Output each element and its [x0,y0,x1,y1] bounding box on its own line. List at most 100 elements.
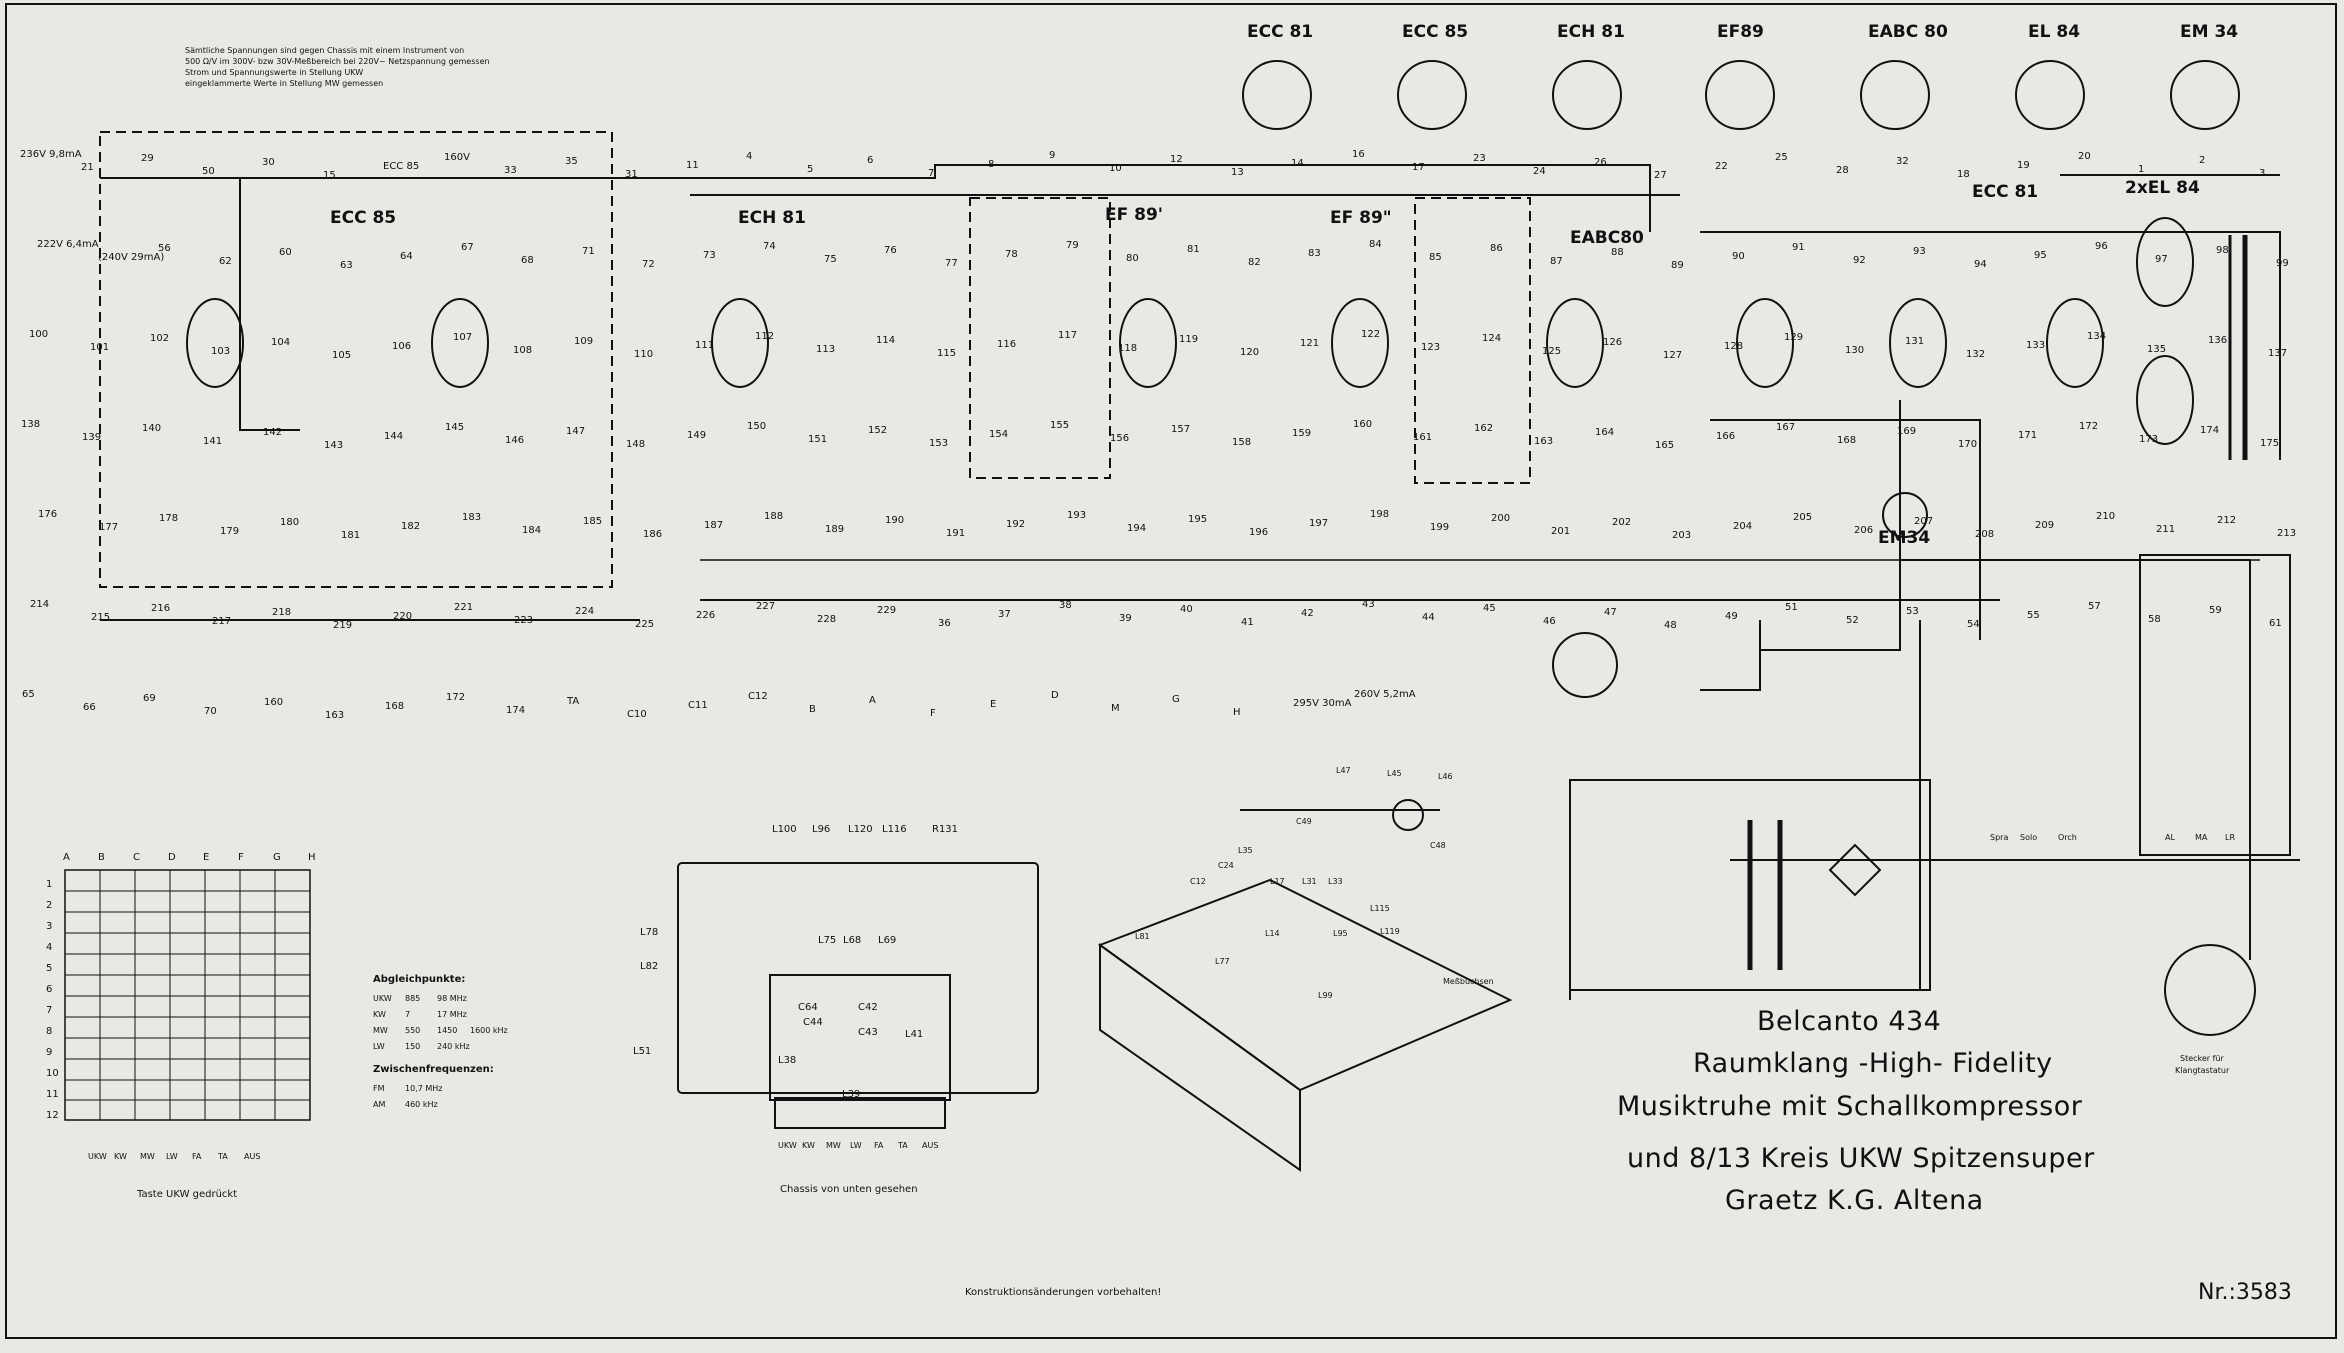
component-label: 39 [1119,613,1132,624]
component-label: 168 [385,701,405,712]
matrix-caption: Taste UKW gedrückt [137,1189,238,1200]
component-label: 117 [1058,330,1078,341]
stage-ech81: ECH 81 [738,208,806,228]
alignment-row: LW [373,1042,385,1051]
speaker-switch-label: LR [2225,833,2236,842]
plug-caption-2: Klangtastatur [2175,1066,2230,1075]
component-label: 184 [522,525,542,536]
matrix-col-label: D [168,852,176,863]
matrix-row-label: 1 [46,879,53,890]
component-label: 181 [341,530,361,541]
measurement-note-4: eingeklammerte Werte in Stellung MW geme… [185,79,384,88]
component-label: 218 [272,607,292,618]
alignment-row: 1600 kHz [470,1026,508,1035]
component-label: 160 [1353,419,1373,430]
component-label: 18 [1957,169,1970,180]
component-label: 38 [1059,600,1072,611]
matrix-row-label: 2 [46,900,53,911]
speaker-switch-label: Orch [2058,833,2077,842]
component-label: 179 [220,526,240,537]
component-label: 141 [203,436,223,447]
component-label: 188 [764,511,784,522]
component-label: 36 [938,618,951,629]
component-label: 52 [1846,615,1859,626]
pinout-label-ecc85: ECC 85 [1402,22,1469,42]
component-label: 198 [1370,509,1390,520]
component-label: 66 [83,702,96,713]
component-label: 11 [686,160,699,171]
component-label: 1 [2138,164,2145,175]
measurement-note-3: Strom und Spannungswerte in Stellung UKW [185,68,364,77]
component-label: H [1233,707,1241,718]
chassis-key-label: FA [874,1141,884,1150]
if-row: AM [373,1100,386,1109]
chassis-iso-label: C49 [1296,817,1312,826]
component-label: 21 [81,162,94,173]
stage-el84: 2xEL 84 [2125,178,2200,198]
component-label: 140 [142,423,162,434]
alignment-row: 240 kHz [437,1042,470,1051]
component-label: 206 [1854,525,1874,536]
title-manufacturer: Graetz K.G. Altena [1725,1185,1984,1216]
component-label: 41 [1241,617,1254,628]
component-label: 46 [1543,616,1556,627]
component-label: 221 [454,602,474,613]
component-label: 158 [1232,437,1252,448]
footer-note: Konstruktionsänderungen vorbehalten! [965,1287,1162,1298]
chassis-iso-label: L46 [1438,772,1453,781]
component-label: 122 [1361,329,1381,340]
component-label: 88 [1611,247,1624,258]
component-label: 127 [1663,350,1683,361]
component-label: 203 [1672,530,1692,541]
component-label: 223 [514,615,534,626]
component-label: 146 [505,435,525,446]
component-label: 10 [1109,163,1122,174]
component-label: 43 [1362,599,1375,610]
component-label: 92 [1853,255,1866,266]
chassis-part-label: L116 [882,824,907,835]
component-label: B [809,704,816,715]
component-label: 70 [204,706,217,717]
speaker-switch-label: Spra [1990,833,2009,842]
chassis-part-label: C43 [858,1027,878,1038]
component-label: 103 [211,346,231,357]
component-label: 202 [1612,517,1632,528]
component-label: 149 [687,430,707,441]
component-label: 20 [2078,151,2091,162]
matrix-key-label: UKW [88,1152,107,1161]
component-label: 30 [262,157,275,168]
chassis-key-label: AUS [922,1141,939,1150]
component-label: 12 [1170,154,1183,165]
chassis-iso-label: L115 [1370,904,1390,913]
component-label: 114 [876,335,896,346]
component-label: 83 [1308,248,1321,259]
measurement-note-1: Sämtliche Spannungen sind gegen Chassis … [185,46,465,55]
component-label: 42 [1301,608,1314,619]
component-label: D [1051,690,1059,701]
component-label: 163 [1534,436,1554,447]
component-label: 120 [1240,347,1260,358]
component-label: 45 [1483,603,1496,614]
component-label: 187 [704,520,724,531]
component-label: 56 [158,243,171,254]
component-label: 53 [1906,606,1919,617]
component-label: 151 [808,434,828,445]
component-label: 116 [997,339,1017,350]
matrix-key-label: TA [218,1152,228,1161]
component-label: 58 [2148,614,2161,625]
chassis-iso-label: L47 [1336,766,1351,775]
stage-ecc81: ECC 81 [1972,182,2039,202]
component-label: E [990,699,997,710]
component-label: 93 [1913,246,1926,257]
component-label: 13 [1231,167,1244,178]
component-label: 25 [1775,152,1788,163]
component-label: 295V 30mA [1293,698,1352,709]
component-label: 212 [2217,515,2237,526]
component-label: 161 [1413,432,1433,443]
component-label: 16 [1352,149,1365,160]
component-label: 32 [1896,156,1909,167]
component-label: 216 [151,603,171,614]
matrix-key-label: KW [114,1152,127,1161]
component-label: 109 [574,336,594,347]
component-label: 24 [1533,166,1546,177]
